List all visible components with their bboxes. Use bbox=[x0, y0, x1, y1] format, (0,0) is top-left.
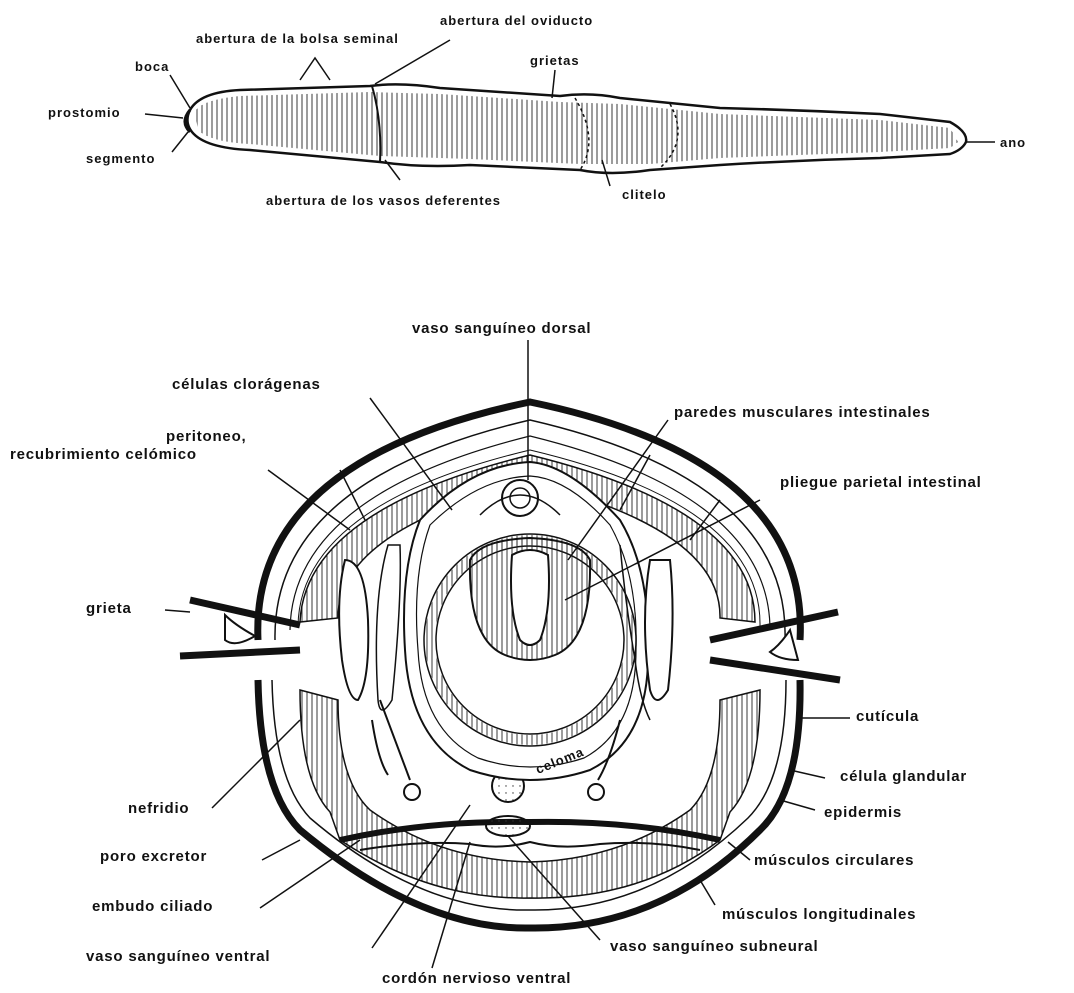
label-peritoneo-1: peritoneo, bbox=[166, 428, 247, 445]
cordon-nervioso bbox=[486, 816, 530, 836]
cross-section bbox=[180, 402, 840, 928]
seta-right-lower bbox=[710, 660, 840, 680]
label-musculos-circulares: músculos circulares bbox=[754, 852, 914, 869]
label-poro-excretor: poro excretor bbox=[100, 848, 207, 865]
label-grieta: grieta bbox=[86, 600, 132, 617]
label-abertura-vasos: abertura de los vasos deferentes bbox=[266, 192, 501, 209]
label-musculos-longitudinales: músculos longitudinales bbox=[722, 906, 916, 923]
label-paredes-musculares: paredes musculares intestinales bbox=[674, 404, 931, 421]
label-peritoneo-2: recubrimiento celómico bbox=[10, 446, 197, 463]
leader-grieta bbox=[165, 610, 190, 612]
seta-left-upper bbox=[190, 600, 300, 625]
label-boca: boca bbox=[135, 58, 169, 75]
label-ano: ano bbox=[1000, 134, 1026, 151]
label-pliegue-parietal: pliegue parietal intestinal bbox=[780, 474, 982, 491]
leader-epidermis bbox=[780, 800, 815, 810]
label-nefridio: nefridio bbox=[128, 800, 189, 817]
leader-prostomio bbox=[145, 114, 183, 118]
label-cuticula: cutícula bbox=[856, 708, 919, 725]
vaso-dorsal bbox=[502, 480, 538, 516]
leader-boca bbox=[170, 75, 190, 108]
label-cordon-nervioso: cordón nervioso ventral bbox=[382, 970, 571, 987]
nefridio-right bbox=[645, 560, 673, 700]
nefridio-left bbox=[339, 560, 368, 700]
label-segmento: segmento bbox=[86, 150, 155, 167]
label-embudo-ciliado: embudo ciliado bbox=[92, 898, 213, 915]
label-vaso-subneural: vaso sanguíneo subneural bbox=[610, 938, 818, 955]
label-celula-glandular: célula glandular bbox=[840, 768, 967, 785]
seta-left-lower bbox=[180, 650, 300, 656]
leader-segmento bbox=[172, 132, 188, 152]
label-abertura-bolsa: abertura de la bolsa seminal bbox=[196, 30, 399, 47]
leader-celula-glandular bbox=[790, 770, 825, 778]
label-prostomio: prostomio bbox=[48, 104, 121, 121]
leader-embudo bbox=[260, 840, 360, 908]
leader-poro bbox=[262, 840, 300, 860]
leader-abertura-bolsa bbox=[300, 58, 330, 80]
leader-grietas bbox=[552, 70, 555, 98]
label-grietas: grietas bbox=[530, 52, 580, 69]
leader-longitudinales bbox=[700, 880, 715, 905]
label-celulas-cloragenas: células clorágenas bbox=[172, 376, 321, 393]
label-vaso-ventral: vaso sanguíneo ventral bbox=[86, 948, 270, 965]
label-epidermis: epidermis bbox=[824, 804, 902, 821]
label-abertura-oviducto: abertura del oviducto bbox=[440, 12, 593, 29]
leader-nefridio bbox=[212, 720, 300, 808]
label-clitelo: clitelo bbox=[622, 186, 667, 203]
label-vaso-dorsal: vaso sanguíneo dorsal bbox=[412, 320, 591, 337]
worm-body bbox=[185, 84, 966, 173]
